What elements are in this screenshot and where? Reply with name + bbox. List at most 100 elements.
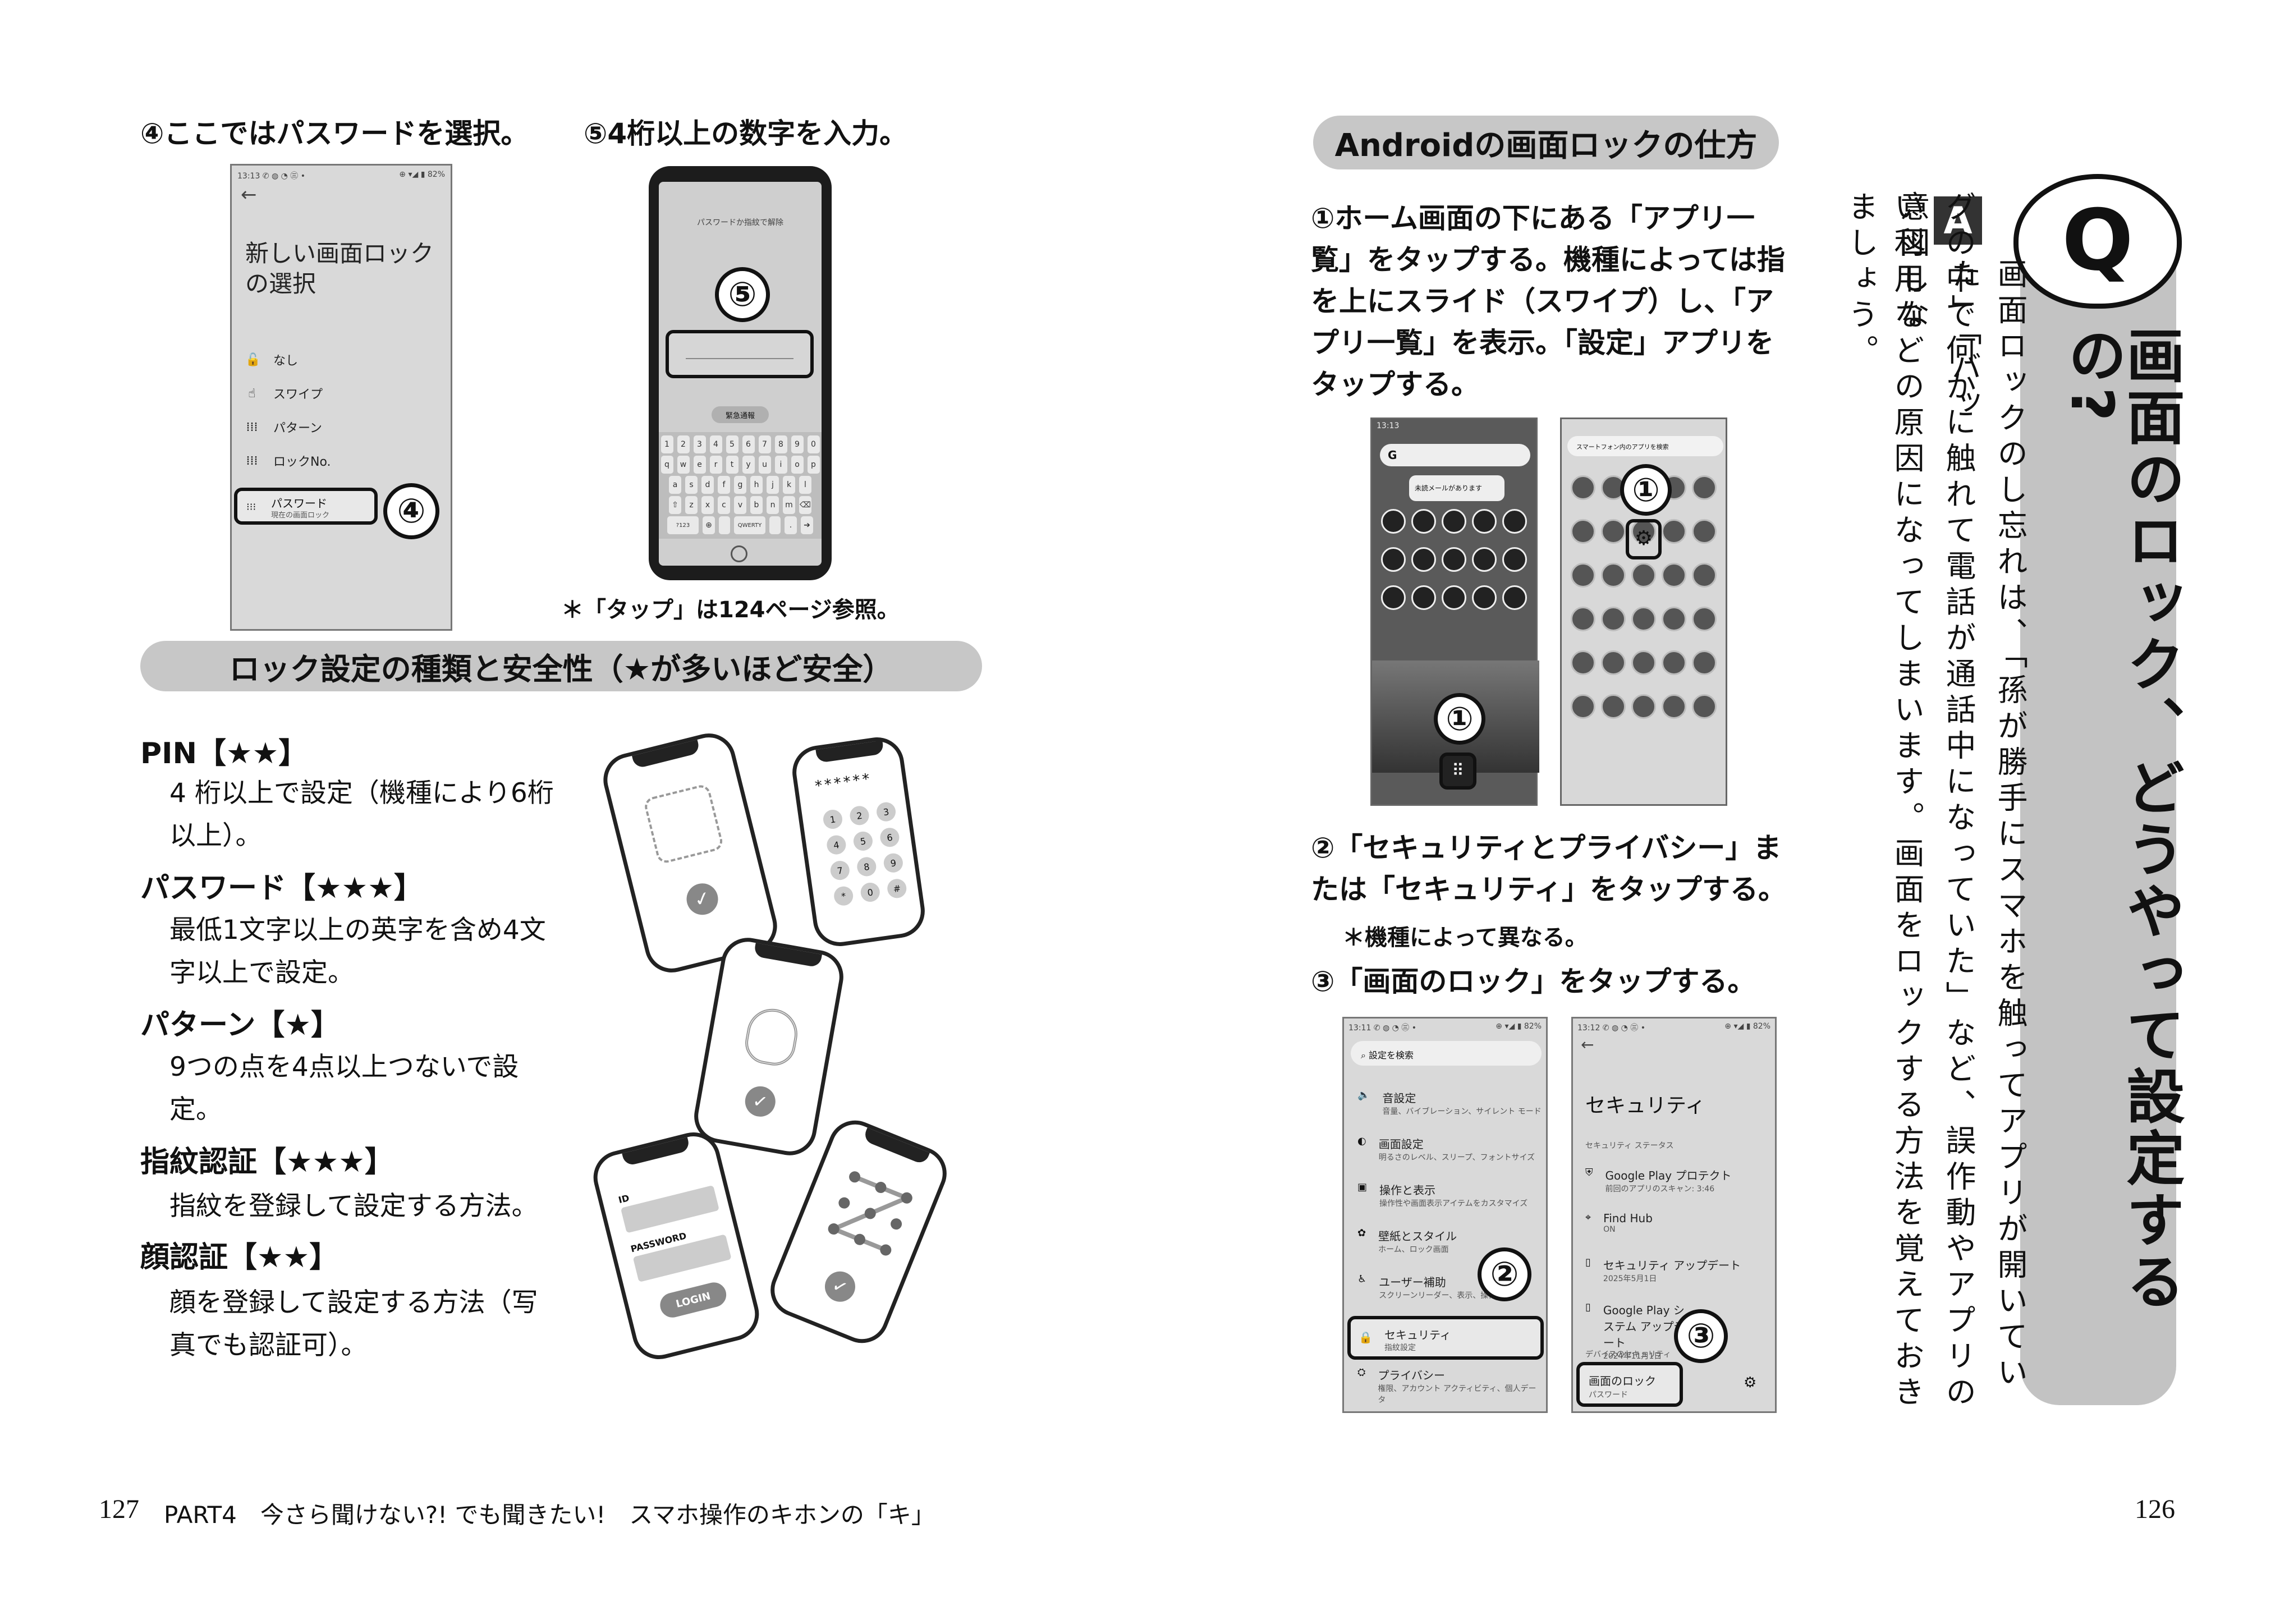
keyboard-key[interactable]: 0	[807, 435, 820, 453]
keyboard-key[interactable]: e	[693, 456, 706, 474]
app-icon[interactable]	[1571, 650, 1595, 675]
app-icon[interactable]	[1662, 650, 1686, 675]
keyboard-key[interactable]: x	[701, 496, 714, 514]
settings-item-sound[interactable]: 🔈音設定音量、バイブレーション、サイレント モード	[1357, 1089, 1543, 1135]
keyboard-key[interactable]: n	[767, 496, 779, 514]
settings-item-operation[interactable]: ▣操作と表示操作性や画面表示アイテムをカスタマイズ	[1357, 1181, 1543, 1227]
keyboard-key[interactable]: z	[685, 496, 698, 514]
app-icon[interactable]	[1662, 563, 1686, 588]
app-icon[interactable]	[1442, 585, 1466, 610]
app-icon[interactable]	[1631, 694, 1656, 719]
app-icon[interactable]	[1472, 509, 1497, 534]
option-none[interactable]: 🔓なし	[245, 343, 442, 377]
keyboard-key[interactable]: f	[718, 476, 730, 494]
app-icon[interactable]	[1692, 694, 1717, 719]
app-icon[interactable]	[1381, 585, 1406, 610]
keyboard-key[interactable]: 6	[742, 435, 755, 453]
password-input[interactable]	[666, 330, 814, 378]
keyboard-key[interactable]: QWERTY	[734, 516, 765, 534]
keyboard-key[interactable]	[769, 516, 781, 534]
keyboard-key[interactable]: m	[783, 496, 795, 514]
keyboard-key[interactable]: 4	[709, 435, 722, 453]
app-icon[interactable]	[1502, 509, 1527, 534]
option-swipe[interactable]: ☝スワイプ	[245, 377, 442, 410]
keyboard-key[interactable]: 7	[758, 435, 771, 453]
keyboard-key[interactable]: ⊕	[703, 516, 715, 534]
back-arrow-icon[interactable]: ←	[1581, 1035, 1594, 1054]
app-icon[interactable]	[1571, 519, 1595, 544]
keyboard-key[interactable]: i	[774, 456, 787, 474]
app-icon[interactable]	[1662, 519, 1686, 544]
keyboard-key[interactable]: q	[660, 456, 673, 474]
keyboard-key[interactable]: s	[685, 476, 698, 494]
app-icon[interactable]	[1631, 607, 1656, 631]
app-icon[interactable]	[1411, 547, 1436, 572]
keyboard-key[interactable]: l	[799, 476, 811, 494]
settings-item-display[interactable]: ◐画面設定明るさのレベル、スリープ、フォントサイズ	[1357, 1135, 1543, 1181]
app-icon[interactable]	[1631, 650, 1656, 675]
app-icon[interactable]	[1692, 519, 1717, 544]
emergency-call-button[interactable]: 緊急通報	[712, 406, 769, 423]
app-icon[interactable]	[1442, 547, 1466, 572]
app-icon[interactable]	[1442, 509, 1466, 534]
app-icon[interactable]	[1601, 563, 1626, 588]
keyboard-key[interactable]: ⌫	[799, 496, 811, 514]
keyboard-key[interactable]: w	[677, 456, 690, 474]
back-arrow-icon[interactable]: ←	[241, 183, 257, 206]
keyboard-key[interactable]: k	[783, 476, 795, 494]
app-icon[interactable]	[1502, 547, 1527, 572]
option-pattern[interactable]: ⁞⁞⁞パターン	[245, 410, 442, 444]
keyboard-key[interactable]: h	[750, 476, 763, 494]
app-drawer-button[interactable]: ⠿	[1439, 753, 1476, 790]
keyboard-key[interactable]: 1	[660, 435, 673, 453]
keyboard-key[interactable]: 9	[791, 435, 804, 453]
app-icon[interactable]	[1601, 650, 1626, 675]
app-icon[interactable]	[1692, 563, 1717, 588]
settings-item-security-highlight[interactable]: 🔒 セキュリティ 指紋設定	[1347, 1316, 1544, 1360]
keyboard-key[interactable]: o	[791, 456, 804, 474]
app-icon[interactable]	[1601, 607, 1626, 631]
keyboard-key[interactable]: t	[726, 456, 738, 474]
app-icon[interactable]	[1692, 650, 1717, 675]
app-icon[interactable]	[1601, 519, 1626, 544]
keyboard-key[interactable]: u	[758, 456, 771, 474]
keyboard-key[interactable]	[719, 516, 730, 534]
app-icon[interactable]	[1662, 694, 1686, 719]
keyboard-key[interactable]: p	[807, 456, 820, 474]
gear-icon[interactable]: ⚙	[1744, 1374, 1757, 1391]
keyboard-key[interactable]: c	[718, 496, 730, 514]
nav-home-icon[interactable]	[731, 545, 747, 562]
settings-item-accessibility[interactable]: ♿ユーザー補助スクリーンリーダー、表示、操作	[1357, 1273, 1543, 1319]
keyboard-key[interactable]: ⇧	[669, 496, 681, 514]
app-icon[interactable]	[1571, 694, 1595, 719]
settings-app-highlight[interactable]: ⚙	[1626, 519, 1662, 559]
keyboard-key[interactable]: .	[785, 516, 797, 534]
app-icon[interactable]	[1411, 585, 1436, 610]
keyboard-key[interactable]: a	[669, 476, 681, 494]
settings-item-privacy[interactable]: ⛭ プライバシー権限、アカウント アクティビティ、個人データ	[1357, 1366, 1543, 1405]
app-icon[interactable]	[1571, 607, 1595, 631]
keyboard-key[interactable]: d	[701, 476, 714, 494]
keyboard-key[interactable]: v	[734, 496, 746, 514]
screen-lock-highlight[interactable]: 画面のロック パスワード	[1576, 1362, 1683, 1407]
app-icon[interactable]	[1381, 547, 1406, 572]
app-icon[interactable]	[1472, 547, 1497, 572]
app-icon[interactable]	[1601, 694, 1626, 719]
app-icon[interactable]	[1571, 475, 1595, 500]
option-password-highlight[interactable]: ⁝⁝⁝ パスワード 現在の画面ロック	[234, 488, 378, 525]
drawer-search-bar[interactable]: スマートフォン内のアプリを検索	[1567, 436, 1723, 456]
keyboard-key[interactable]: b	[750, 496, 763, 514]
app-icon[interactable]	[1411, 509, 1436, 534]
option-pin[interactable]: ⁞⁞⁞ロックNo.	[245, 444, 442, 478]
home-search-bar[interactable]: G	[1380, 444, 1530, 466]
keyboard-key[interactable]: ➔	[801, 516, 813, 534]
app-icon[interactable]	[1692, 607, 1717, 631]
app-icon[interactable]	[1662, 607, 1686, 631]
app-icon[interactable]	[1692, 475, 1717, 500]
keyboard-key[interactable]: r	[709, 456, 722, 474]
keyboard-key[interactable]: y	[742, 456, 755, 474]
keyboard-key[interactable]: 8	[774, 435, 787, 453]
